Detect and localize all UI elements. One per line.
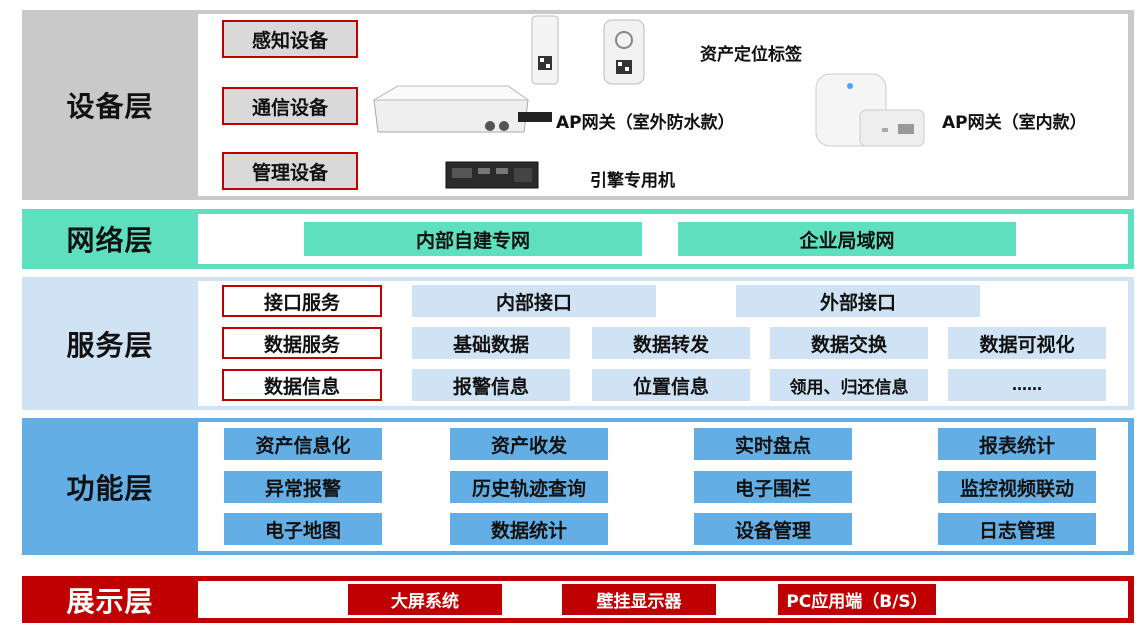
service-layer-panel: 接口服务 内部接口 外部接口 数据服务 基础数据 数据转发 数据交换 数据可视化… [198, 281, 1128, 406]
func-track-history: 历史轨迹查询 [450, 471, 608, 503]
func-asset-informatization: 资产信息化 [224, 428, 382, 460]
network-layer-panel: 内部自建专网 企业局域网 [198, 214, 1128, 264]
service-layer-title: 服务层 [66, 328, 154, 362]
service-alarm-info: 报警信息 [412, 369, 570, 401]
service-location-info: 位置信息 [592, 369, 750, 401]
func-video-linkage: 监控视频联动 [938, 471, 1096, 503]
service-external-interface: 外部接口 [736, 285, 980, 317]
display-layer: 展示层 大屏系统 壁挂显示器 PC应用端（B/S） [22, 576, 1134, 623]
device-layer: 设备层 感知设备 通信设备 管理设备 资产定位标签 AP网关（室外防水款） [22, 10, 1134, 200]
category-sensing-device: 感知设备 [222, 20, 358, 58]
func-data-statistics: 数据统计 [450, 513, 608, 545]
asset-tag-slim-image [531, 15, 559, 85]
service-internal-interface: 内部接口 [412, 285, 656, 317]
category-communication-device: 通信设备 [222, 87, 358, 125]
engine-machine-image [445, 161, 539, 189]
func-report-statistics: 报表统计 [938, 428, 1096, 460]
asset-tag-label: 资产定位标签 [700, 45, 802, 65]
engine-machine-label: 引擎专用机 [590, 171, 675, 191]
display-layer-title: 展示层 [66, 584, 154, 618]
func-geo-fence: 电子围栏 [694, 471, 852, 503]
network-enterprise-lan: 企业局域网 [678, 222, 1016, 256]
device-layer-panel: 感知设备 通信设备 管理设备 资产定位标签 AP网关（室外防水款） [198, 14, 1128, 196]
func-log-management: 日志管理 [938, 513, 1096, 545]
func-asset-dispatch: 资产收发 [450, 428, 608, 460]
func-electronic-map: 电子地图 [224, 513, 382, 545]
function-layer-panel: 资产信息化 资产收发 实时盘点 报表统计 异常报警 历史轨迹查询 电子围栏 监控… [198, 422, 1128, 551]
service-layer: 服务层 接口服务 内部接口 外部接口 数据服务 基础数据 数据转发 数据交换 数… [22, 277, 1134, 410]
ap-indoor-image [815, 73, 925, 147]
ap-indoor-label: AP网关（室内款） [942, 113, 1087, 133]
ap-outdoor-image [372, 85, 552, 133]
service-category-interface: 接口服务 [222, 285, 382, 317]
service-data-exchange: 数据交换 [770, 327, 928, 359]
service-data-visualization: 数据可视化 [948, 327, 1106, 359]
category-management-device: 管理设备 [222, 152, 358, 190]
function-layer-title: 功能层 [66, 471, 154, 505]
func-abnormal-alarm: 异常报警 [224, 471, 382, 503]
display-wall-monitor: 壁挂显示器 [562, 584, 716, 615]
function-layer: 功能层 资产信息化 资产收发 实时盘点 报表统计 异常报警 历史轨迹查询 电子围… [22, 418, 1134, 555]
func-device-management: 设备管理 [694, 513, 852, 545]
asset-tag-round-image [603, 19, 645, 85]
func-realtime-inventory: 实时盘点 [694, 428, 852, 460]
service-borrow-return-info: 领用、归还信息 [770, 369, 928, 401]
device-layer-title: 设备层 [66, 90, 154, 123]
network-internal-private: 内部自建专网 [304, 222, 642, 256]
ap-outdoor-label: AP网关（室外防水款） [556, 113, 735, 133]
service-category-info: 数据信息 [222, 369, 382, 401]
network-layer-title: 网络层 [66, 224, 154, 257]
display-layer-panel: 大屏系统 壁挂显示器 PC应用端（B/S） [198, 581, 1128, 618]
service-more: …… [948, 369, 1106, 401]
service-category-data: 数据服务 [222, 327, 382, 359]
network-layer: 网络层 内部自建专网 企业局域网 [22, 209, 1134, 269]
display-big-screen: 大屏系统 [348, 584, 502, 615]
service-data-forward: 数据转发 [592, 327, 750, 359]
service-basic-data: 基础数据 [412, 327, 570, 359]
display-pc-client: PC应用端（B/S） [778, 584, 936, 615]
